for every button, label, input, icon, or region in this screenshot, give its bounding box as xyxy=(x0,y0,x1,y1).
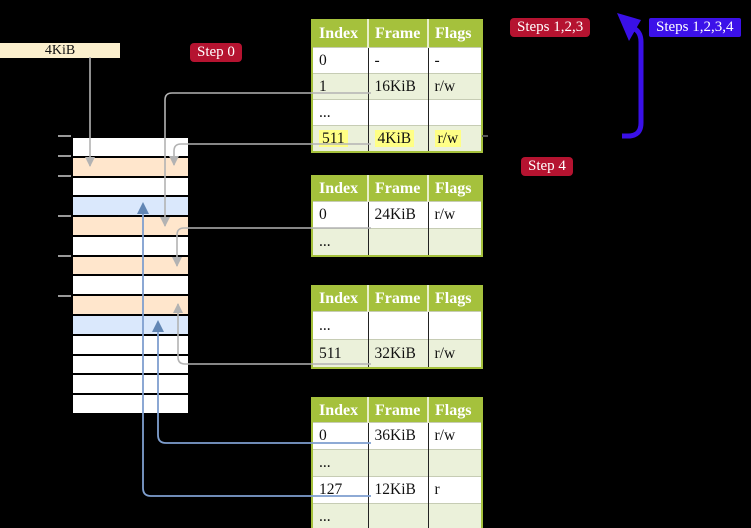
cell: 1 xyxy=(312,73,368,100)
column-header: Flags xyxy=(427,176,482,202)
cell: 511 xyxy=(312,339,368,368)
column-header: Frame xyxy=(367,176,428,202)
memory-frame-row-blue xyxy=(73,316,188,336)
page-table-entry: ... xyxy=(312,503,482,528)
column-header: Index xyxy=(312,20,368,48)
cell: 0 xyxy=(312,422,368,450)
cell: r/w xyxy=(427,125,482,152)
memory-frame-row-white xyxy=(73,276,188,297)
column-header: Flags xyxy=(427,20,482,48)
cell xyxy=(427,503,482,528)
cell: r/w xyxy=(427,201,482,229)
highlighted-value: 511 xyxy=(319,129,348,147)
cell: - xyxy=(427,47,482,74)
column-header: Index xyxy=(312,176,368,202)
cell xyxy=(427,449,482,477)
cell: r/w xyxy=(427,339,482,368)
page-table-entry: ... xyxy=(312,311,482,340)
column-header: Frame xyxy=(367,20,428,48)
cell: ... xyxy=(312,311,368,340)
memory-frame-row-white xyxy=(73,395,188,413)
cell: r/w xyxy=(427,422,482,450)
page-table-entry: ... xyxy=(312,99,482,126)
column-header: Flags xyxy=(427,398,482,423)
memory-frame-row-orange xyxy=(73,217,188,237)
cell: 4KiB xyxy=(367,125,428,152)
highlighted-value: 4KiB xyxy=(374,129,415,147)
cell xyxy=(367,99,428,126)
steps-1234-badge: Steps 1,2,3,4 xyxy=(649,18,741,37)
physical-memory-strip xyxy=(71,136,190,415)
cell xyxy=(367,449,428,477)
memory-frame-row-orange xyxy=(73,296,188,317)
memory-frame-row-white xyxy=(73,375,188,396)
column-header: Frame xyxy=(367,286,428,312)
cell xyxy=(427,311,482,340)
page-table-entry: ... xyxy=(312,228,482,256)
column-header: Frame xyxy=(367,398,428,423)
address-tick-marks xyxy=(58,135,71,297)
memory-frame-row-white xyxy=(73,177,188,198)
recursive-loop-arrow xyxy=(617,13,644,139)
cell: 127 xyxy=(312,476,368,504)
frame-size-label: 4KiB xyxy=(0,43,120,58)
step-4-badge: Step 4 xyxy=(521,157,573,176)
cell: ... xyxy=(312,503,368,528)
cell: ... xyxy=(312,449,368,477)
cell: 24KiB xyxy=(367,201,428,229)
cell: - xyxy=(367,47,428,74)
step-0-badge: Step 0 xyxy=(190,43,242,62)
cell: r/w xyxy=(427,73,482,100)
cell: 0 xyxy=(312,201,368,229)
highlighted-value: r/w xyxy=(434,129,462,147)
memory-frame-row-white xyxy=(73,236,188,257)
memory-frame-row-blue xyxy=(73,197,188,218)
cell xyxy=(367,311,428,340)
cell: 0 xyxy=(312,47,368,74)
cell: 12KiB xyxy=(367,476,428,504)
cell: r xyxy=(427,476,482,504)
steps-123-badge: Steps 1,2,3 xyxy=(510,18,591,37)
memory-frame-row-orange xyxy=(73,256,188,277)
page-table-entry: ... xyxy=(312,449,482,477)
column-header: Index xyxy=(312,398,368,423)
cell: 511 xyxy=(312,125,368,152)
cell: ... xyxy=(312,99,368,126)
column-header: Index xyxy=(312,286,368,312)
cell: ... xyxy=(312,228,368,256)
cell: 32KiB xyxy=(367,339,428,368)
cell: 16KiB xyxy=(367,73,428,100)
cell: 36KiB xyxy=(367,422,428,450)
memory-frame-row-white xyxy=(73,138,188,158)
page-table-entry: 0-- xyxy=(312,47,482,74)
cell xyxy=(367,228,428,256)
memory-frame-row-white xyxy=(73,335,188,356)
column-header: Flags xyxy=(427,286,482,312)
cell xyxy=(427,228,482,256)
page-table-entry: 511 4KiB r/w xyxy=(312,125,482,152)
cell xyxy=(367,503,428,528)
memory-frame-row-white xyxy=(73,355,188,376)
memory-frame-row-orange xyxy=(73,157,188,178)
cell xyxy=(427,99,482,126)
